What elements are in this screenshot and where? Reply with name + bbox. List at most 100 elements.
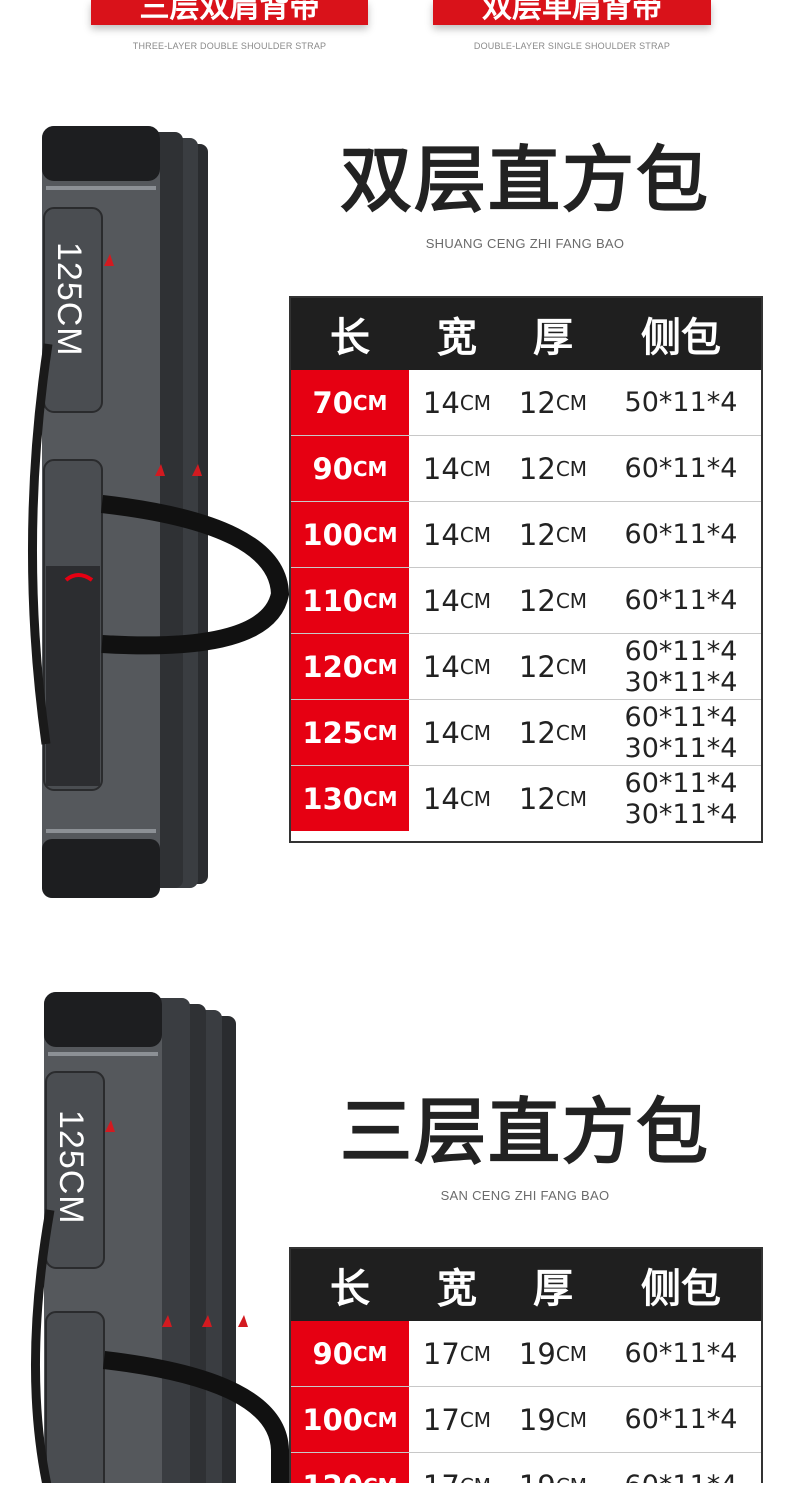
unit-label: CM	[460, 1474, 491, 1484]
thickness-cell-value: 12	[518, 583, 556, 618]
width-cell-value: 14	[422, 451, 460, 486]
table-body: 90CM17CM19CM60*11*4100CM17CM19CM60*11*41…	[291, 1321, 761, 1483]
side-pocket-cell: 60*11*4	[601, 568, 761, 633]
bag-length-label: 125CM	[52, 1110, 90, 1225]
unit-label: CM	[459, 588, 492, 613]
unit-label: CM	[362, 654, 398, 679]
side-pocket-size: 30*11*4	[624, 666, 738, 698]
width-cell-value: 14	[422, 517, 460, 552]
thickness-cell-value: 19	[518, 1402, 556, 1437]
side-pocket-size: 30*11*4	[624, 798, 738, 830]
banner-subtitle: THREE-LAYER DOUBLE SHOULDER STRAP	[132, 41, 327, 51]
unit-label: CM	[362, 1407, 398, 1432]
unit-label: CM	[555, 786, 588, 811]
table-row: 120CM17CM19CM60*11*4	[291, 1452, 761, 1483]
side-pocket-size: 60*11*4	[624, 453, 738, 484]
header-thickness: 厚	[533, 1266, 573, 1312]
side-pocket-cell: 60*11*4	[601, 436, 761, 501]
length-cell-value: 120	[302, 1469, 363, 1484]
unit-label: CM	[363, 1474, 398, 1484]
unit-label: CM	[555, 390, 588, 415]
header-side-pocket: 侧包	[641, 1266, 721, 1312]
length-cell-value: 90	[312, 1336, 353, 1371]
side-pocket-size: 60*11*4	[624, 635, 738, 667]
table-header: 长 宽 厚 侧包	[291, 1249, 761, 1321]
unit-label: CM	[352, 456, 388, 481]
thickness-cell-value: 19	[519, 1469, 556, 1484]
side-pocket-size: 50*11*4	[624, 387, 738, 418]
side-pocket-size: 60*11*4	[624, 585, 738, 616]
thickness-cell-value: 12	[518, 715, 556, 750]
bag-illustration-triple: 125CM	[18, 990, 290, 1487]
width-cell-value: 14	[422, 715, 460, 750]
side-pocket-cell: 60*11*4	[601, 1387, 761, 1452]
side-pocket-size: 60*11*4	[625, 1470, 738, 1483]
unit-label: CM	[459, 1407, 492, 1432]
banner-title: 三层双肩背带	[139, 0, 320, 25]
unit-label: CM	[459, 1341, 492, 1366]
unit-label: CM	[459, 654, 492, 679]
side-pocket-cell: 60*11*4	[601, 502, 761, 567]
length-cell-value: 70	[312, 385, 353, 420]
section-subtitle: SHUANG CENG ZHI FANG BAO	[425, 236, 625, 251]
side-pocket-cell: 60*11*4	[601, 1453, 761, 1483]
width-cell-value: 17	[422, 1402, 460, 1437]
unit-label: CM	[352, 1341, 388, 1366]
thickness-cell-value: 12	[518, 649, 556, 684]
length-cell-value: 130	[302, 781, 363, 816]
header-width: 宽	[437, 1266, 477, 1312]
width-cell-value: 17	[423, 1469, 460, 1484]
thickness-cell-value: 12	[518, 517, 556, 552]
side-pocket-cell: 50*11*4	[601, 370, 761, 435]
section-title: 双层直方包	[339, 138, 710, 222]
section-subtitle: SAN CENG ZHI FANG BAO	[440, 1188, 610, 1203]
width-cell-value: 17	[422, 1336, 460, 1371]
side-pocket-size: 60*11*4	[624, 1404, 738, 1435]
unit-label: CM	[459, 786, 492, 811]
width-cell-value: 14	[422, 781, 460, 816]
side-pocket-cell: 60*11*4	[601, 1321, 761, 1386]
thickness-cell-value: 12	[518, 451, 556, 486]
side-pocket-size: 30*11*4	[624, 732, 738, 764]
length-cell-value: 120	[302, 649, 363, 684]
side-pocket-size: 60*11*4	[624, 701, 738, 733]
width-cell-value: 14	[422, 583, 460, 618]
thickness-cell-value: 12	[518, 781, 556, 816]
unit-label: CM	[459, 456, 492, 481]
unit-label: CM	[555, 1407, 588, 1432]
unit-label: CM	[459, 390, 492, 415]
banner-subtitle: DOUBLE-LAYER SINGLE SHOULDER STRAP	[473, 41, 671, 51]
unit-label: CM	[362, 786, 398, 811]
header-length: 长	[330, 315, 370, 361]
header-width: 宽	[437, 315, 477, 361]
unit-label: CM	[362, 720, 398, 745]
unit-label: CM	[362, 588, 398, 613]
